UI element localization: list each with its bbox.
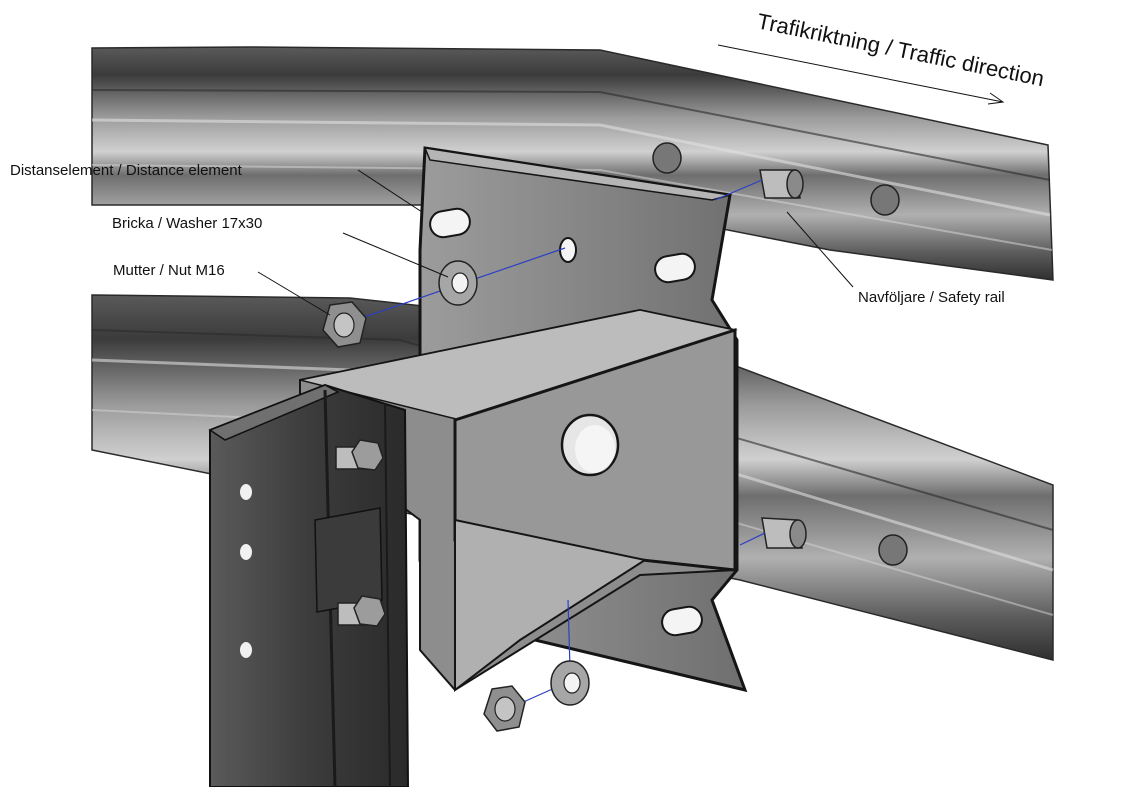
nut-label: Mutter / Nut M16	[113, 262, 225, 279]
safety-rail-bolt	[759, 169, 804, 199]
slot-hole	[661, 605, 703, 637]
center-block	[299, 308, 738, 693]
washer-upper	[438, 260, 478, 306]
rail-bolt-heads	[652, 142, 908, 566]
nut-upper	[322, 301, 367, 348]
traffic-direction-arrow	[717, 44, 1005, 105]
round-hole	[559, 237, 577, 263]
washer-lower	[550, 660, 590, 706]
safety-rail-label: Navföljare / Safety rail	[858, 289, 1005, 306]
post-bolt	[335, 439, 384, 471]
post-bolt	[337, 595, 386, 627]
slot-hole	[654, 252, 696, 284]
leader-lines	[257, 169, 854, 316]
nut-lower	[483, 685, 526, 732]
distance-element-label: Distanselement / Distance element	[10, 162, 243, 179]
traffic-direction-label: Trafikriktning / Traffic direction	[755, 8, 1046, 91]
washer-label: Bricka / Washer 17x30	[112, 215, 262, 232]
post	[208, 383, 410, 787]
slot-hole	[429, 207, 471, 239]
upper-rail	[91, 46, 1054, 281]
lower-rail-bolt	[761, 517, 807, 549]
